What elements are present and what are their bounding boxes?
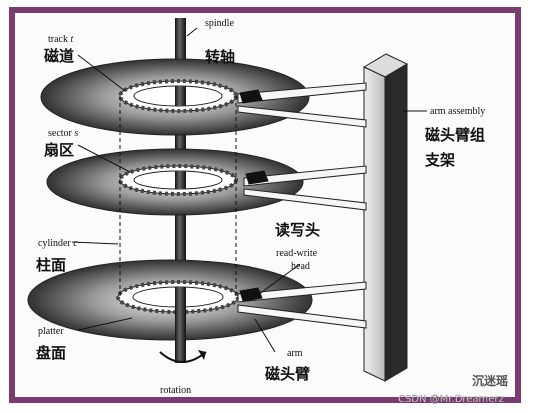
label-read-write-head-en-2: head (291, 261, 310, 272)
cylinder-outline (119, 96, 237, 297)
leader-lines (71, 27, 427, 353)
rotation-arrow (159, 350, 207, 363)
label-arm-en: arm (287, 348, 303, 359)
label-track-zh: 磁道 (44, 47, 74, 65)
read-write-heads (239, 89, 269, 302)
head-bottom (239, 287, 263, 302)
label-read-write-head-zh: 读写头 (275, 221, 320, 239)
label-sector-en: sector s (48, 128, 78, 139)
label-arm-zh: 磁头臂 (265, 365, 310, 383)
watermark-account: 沉迷瑶 (472, 373, 508, 388)
label-read-write-head-en-1: read-write (276, 248, 318, 259)
label-arm-assembly-en: arm assembly (430, 106, 485, 117)
watermark-text: CSDN @Mr.Dreamerz (398, 394, 504, 405)
label-sector-zh: 扇区 (44, 141, 74, 159)
label-cylinder-en: cylinder c (38, 238, 78, 249)
label-arm-assembly-zh-1: 磁头臂组 (425, 126, 485, 144)
head-top (239, 89, 263, 104)
head-middle (245, 170, 269, 185)
label-arm-assembly-zh-2: 支架 (424, 151, 455, 169)
label-spindle-zh: 转轴 (205, 48, 235, 66)
label-platter-en: platter (38, 326, 64, 337)
label-cylinder-zh: 柱面 (36, 256, 66, 274)
label-spindle-en: spindle (205, 18, 234, 29)
label-platter-zh: 盘面 (36, 344, 66, 362)
platter-bottom (27, 259, 313, 341)
label-track-en: track t (48, 34, 74, 45)
arm-assembly-pillar (362, 53, 409, 382)
label-rotation-en: rotation (160, 385, 191, 396)
arms (237, 82, 367, 329)
